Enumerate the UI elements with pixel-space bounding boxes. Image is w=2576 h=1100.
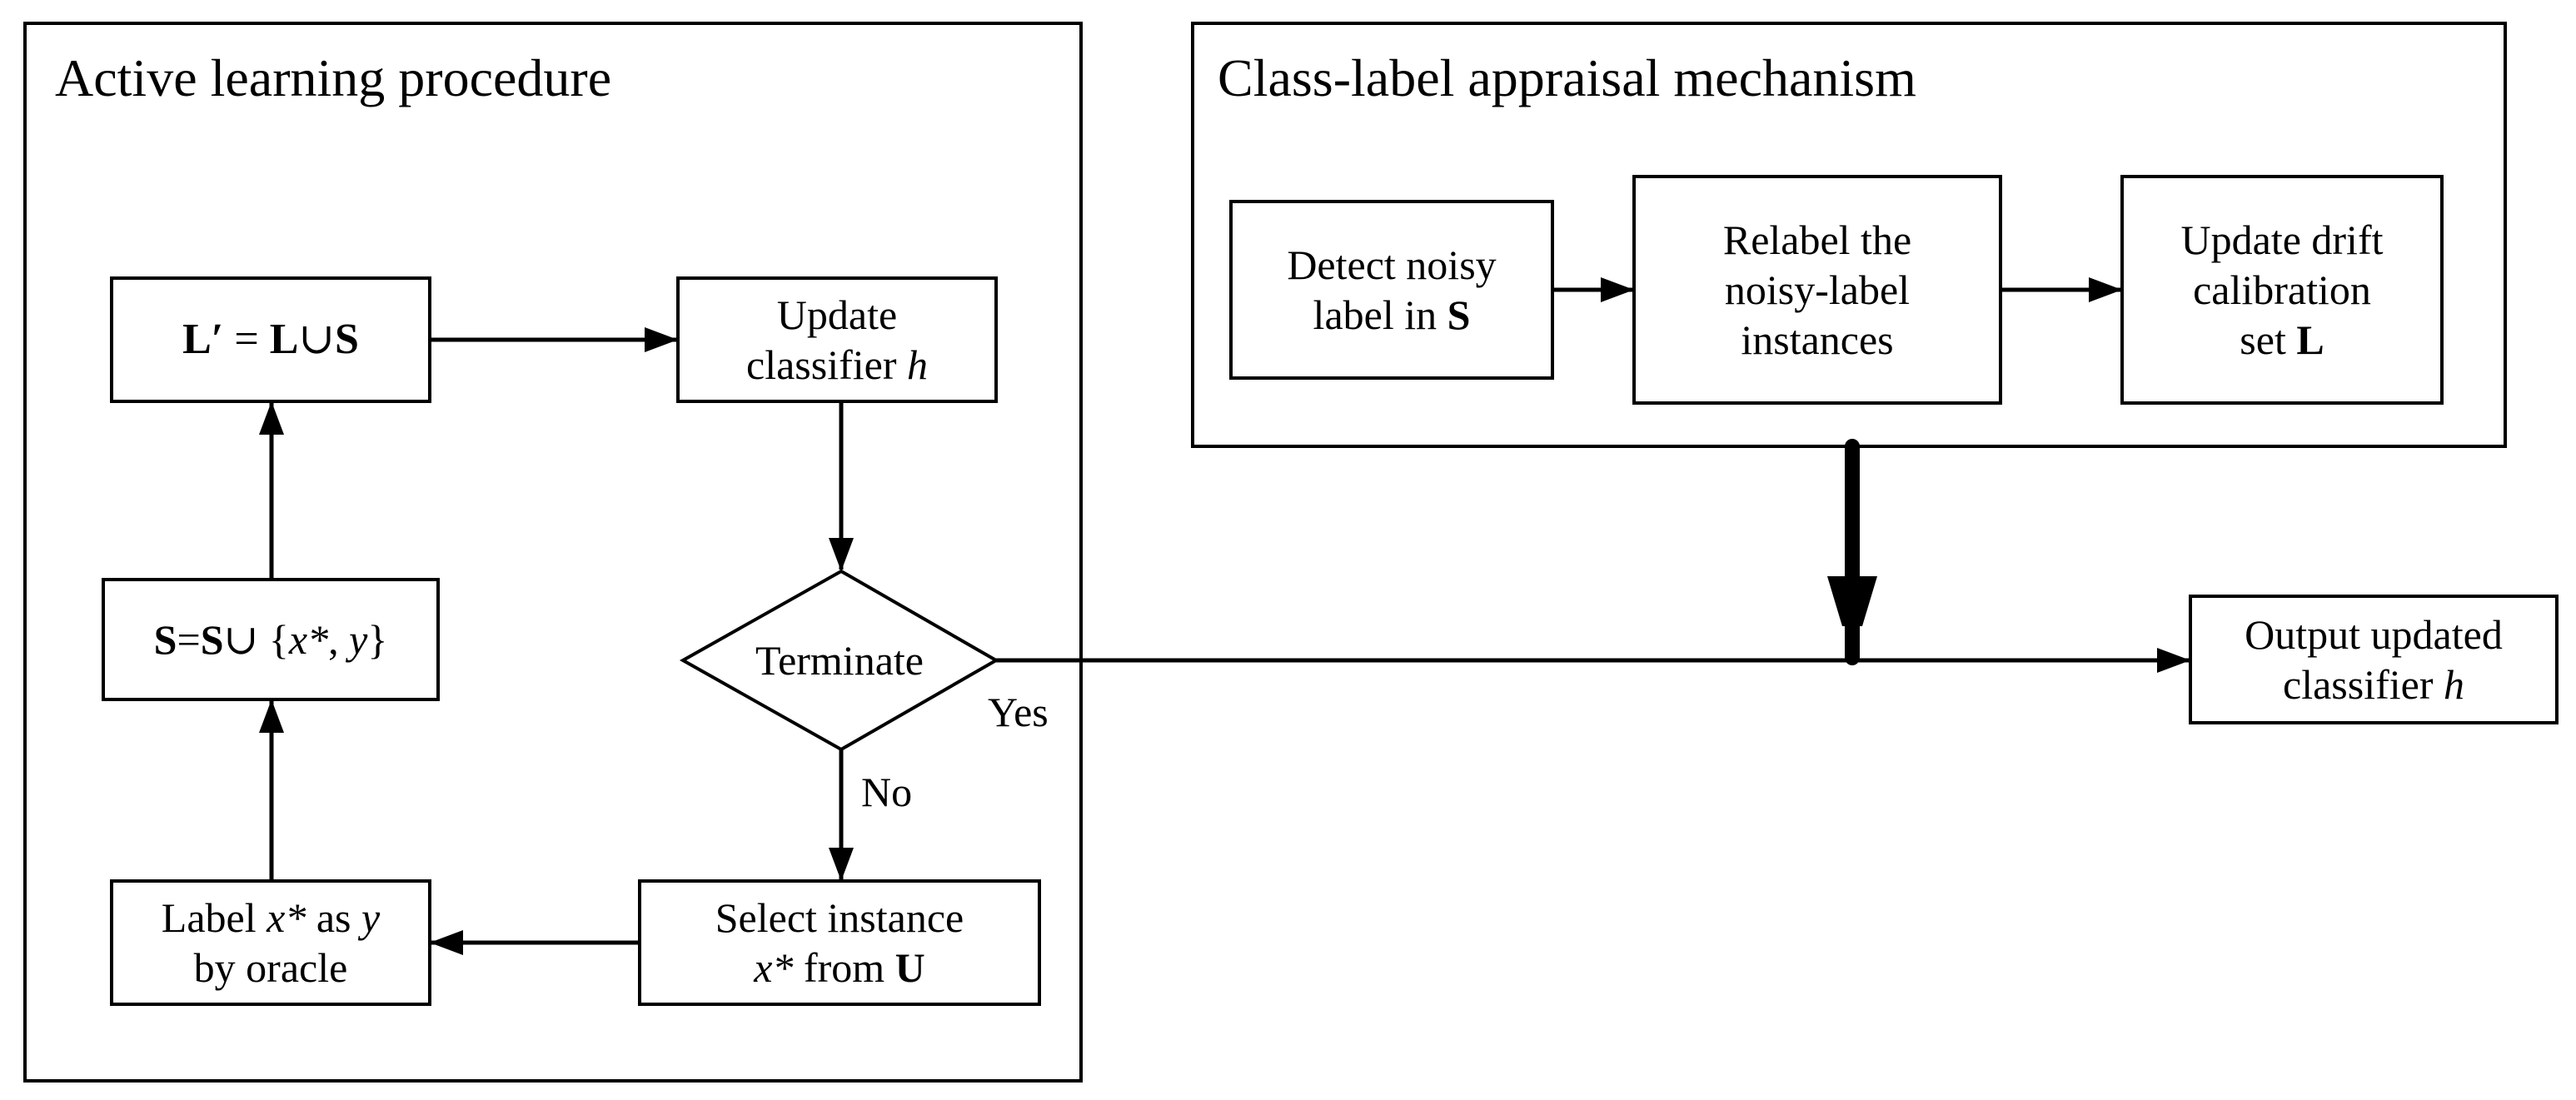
output-box [2189,595,2559,724]
select-instance-box [638,879,1041,1006]
update-drift-box [2120,175,2444,405]
union-s-text: S=S∪ {x*, y} [153,616,388,663]
update-classifier-box [676,276,998,403]
active-learning-panel [23,22,1083,1083]
union-l-box [110,276,431,403]
appraisal-title: Class-label appraisal mechanism [1218,48,1916,107]
terminate-text: Terminate [755,637,924,684]
relabel-box [1632,175,2002,405]
detect-noisy-box [1229,200,1554,380]
yes-label: Yes [988,689,1049,735]
active-learning-title: Active learning procedure [55,48,612,107]
no-label: No [861,769,913,815]
union-l-text: L′ = L∪S [182,315,359,363]
